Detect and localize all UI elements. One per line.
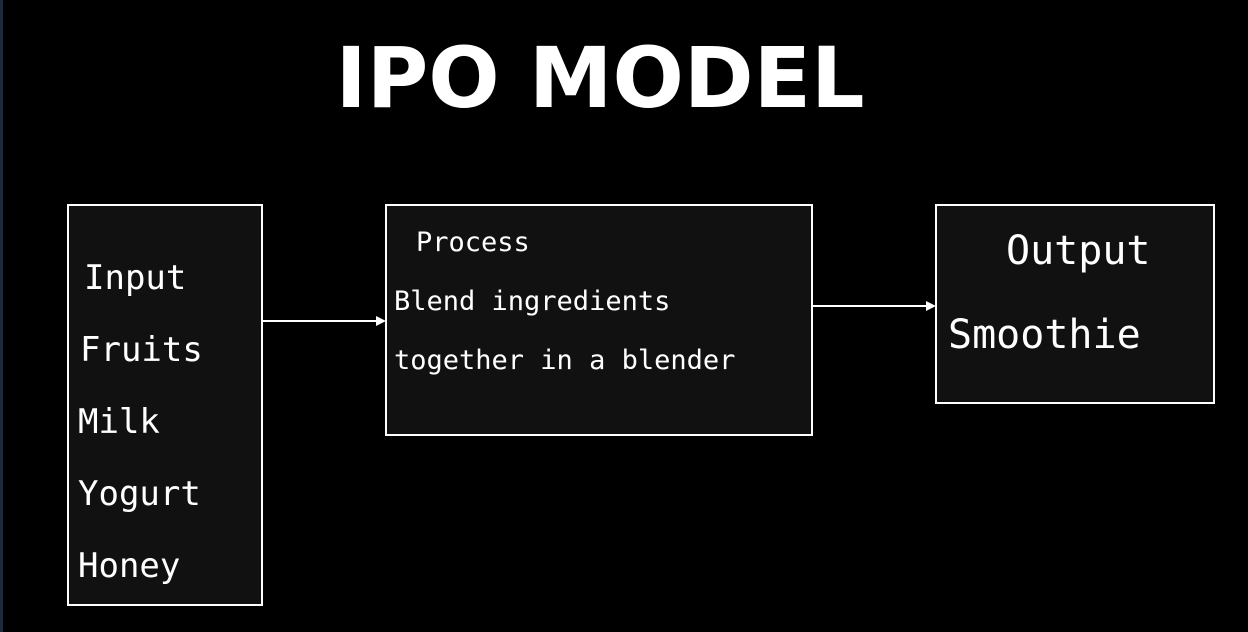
- output-heading: Output: [1006, 228, 1151, 274]
- diagram-title: IPO MODEL: [335, 29, 865, 127]
- input-heading: Input: [84, 258, 187, 298]
- input-item-milk: Milk: [78, 402, 160, 442]
- left-edge-strip: [0, 0, 3, 632]
- input-item-yogurt: Yogurt: [78, 474, 201, 514]
- output-value: Smoothie: [948, 312, 1141, 358]
- input-item-fruits: Fruits: [80, 330, 203, 370]
- process-line-2: together in a blender: [394, 345, 736, 376]
- input-item-honey: Honey: [78, 546, 181, 586]
- input-to-process-arrowhead: [376, 316, 386, 326]
- process-to-output-arrowhead: [926, 301, 936, 311]
- input-box: [67, 204, 263, 606]
- process-box: [385, 204, 813, 436]
- output-box: [935, 204, 1215, 404]
- process-heading: Process: [416, 227, 530, 258]
- process-line-1: Blend ingredients: [394, 286, 671, 317]
